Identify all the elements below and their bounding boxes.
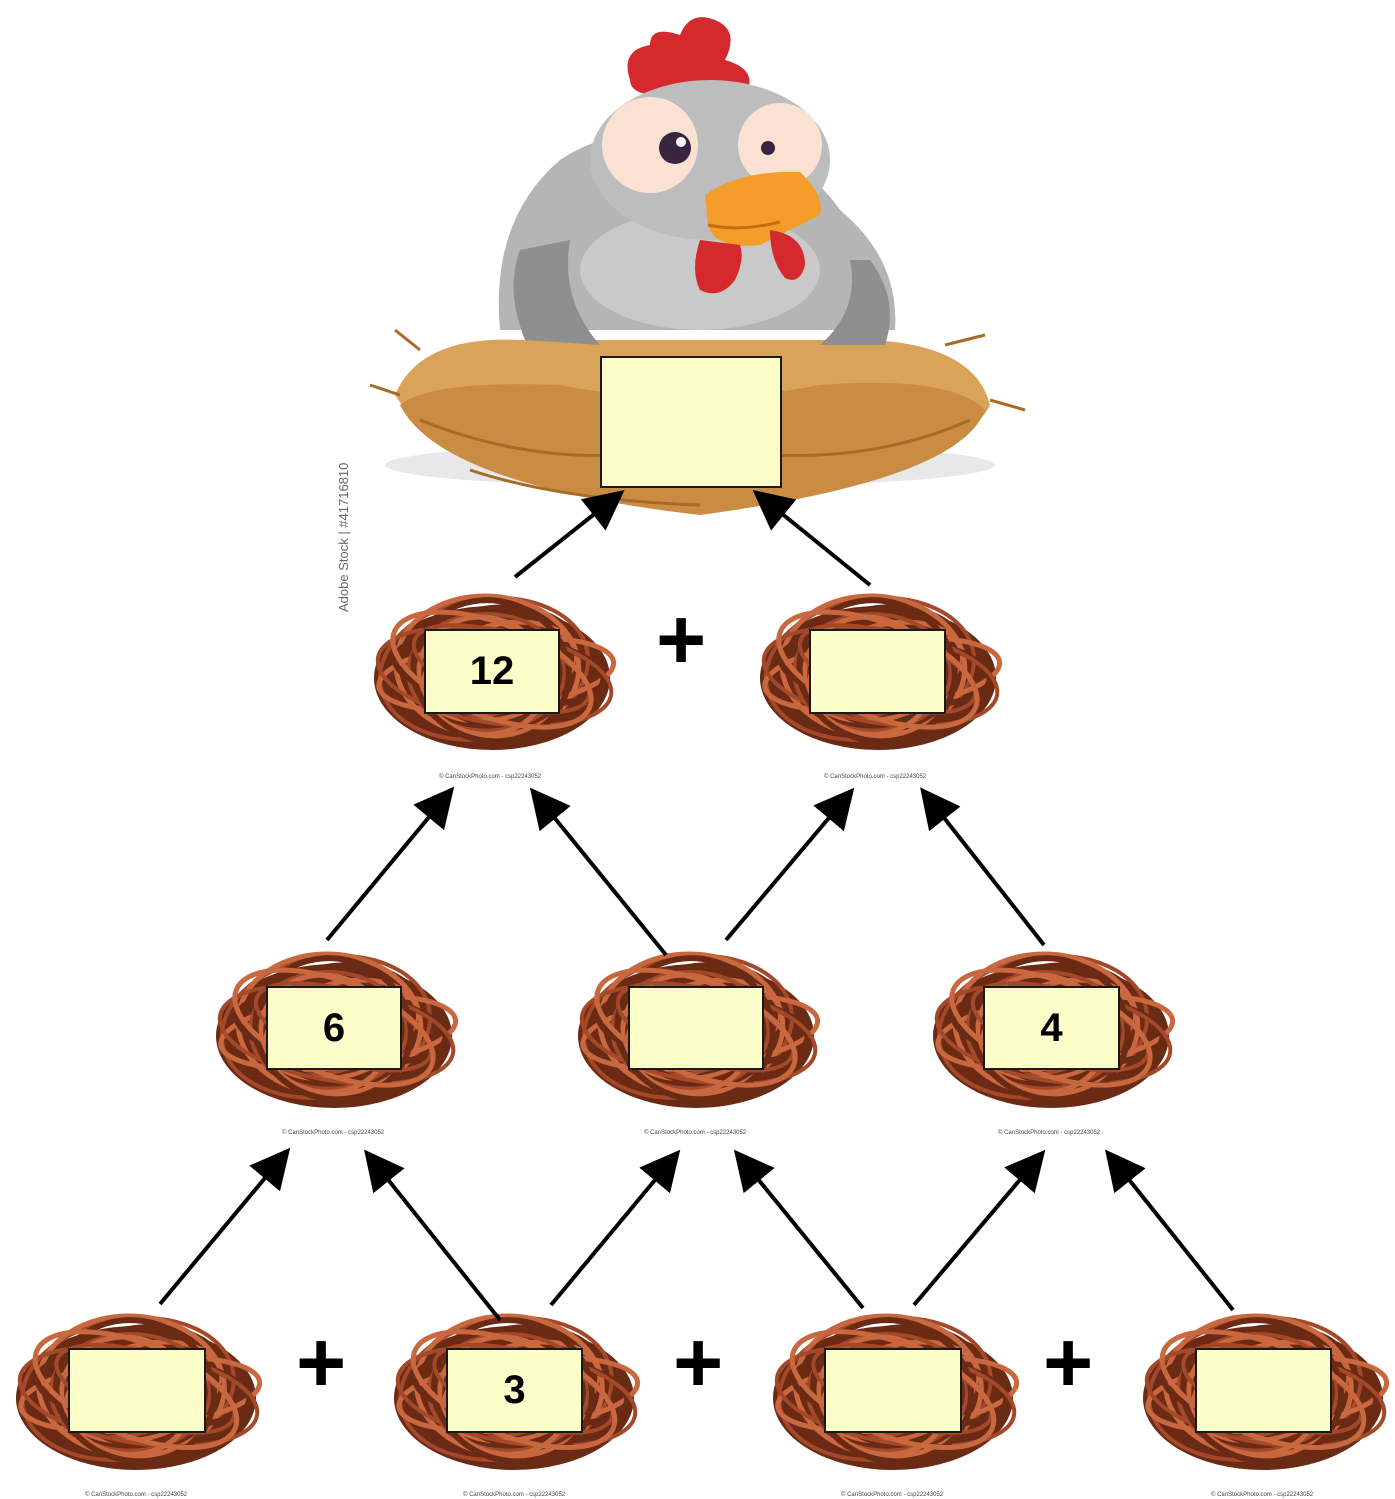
nest-credit: © CanStockPhoto.com - csp22243052 xyxy=(644,1130,747,1136)
nest-credit: © CanStockPhoto.com - csp22243052 xyxy=(439,774,542,780)
hen-wattle-icon xyxy=(695,230,805,294)
row1-box-2[interactable] xyxy=(809,629,946,714)
row2-box-3[interactable]: 4 xyxy=(983,986,1120,1070)
plus-sign: + xyxy=(656,592,707,688)
nest-credit: © CanStockPhoto.com - csp22243052 xyxy=(824,774,927,780)
plus-sign: + xyxy=(673,1315,724,1411)
up-arrow-icon xyxy=(724,787,855,942)
up-arrow-icon xyxy=(752,489,872,587)
nest-credit: © CanStockPhoto.com - csp22243052 xyxy=(1211,1492,1314,1498)
hen-beak-icon xyxy=(705,171,821,246)
hen-credit: Adobe Stock | #41716810 xyxy=(336,462,351,612)
row3-box-2[interactable]: 3 xyxy=(446,1348,583,1433)
row1-box-1[interactable]: 12 xyxy=(424,629,560,714)
row3-box-3[interactable] xyxy=(824,1348,962,1433)
row2-box-1[interactable]: 6 xyxy=(266,986,402,1070)
hen-answer-box[interactable] xyxy=(600,356,782,488)
up-arrow-icon xyxy=(513,490,625,579)
nest-credit: © CanStockPhoto.com - csp22243052 xyxy=(85,1492,188,1498)
nest-credit: © CanStockPhoto.com - csp22243052 xyxy=(282,1130,385,1136)
plus-sign: + xyxy=(296,1315,347,1411)
row3-box-4[interactable] xyxy=(1195,1348,1332,1433)
up-arrow-icon xyxy=(325,786,455,942)
hen-comb-icon xyxy=(627,17,750,98)
plus-sign: + xyxy=(1043,1315,1094,1411)
up-arrow-icon xyxy=(733,1149,865,1310)
nest-credit: © CanStockPhoto.com - csp22243052 xyxy=(841,1492,944,1498)
up-arrow-icon xyxy=(912,1149,1046,1307)
nest-credit: © CanStockPhoto.com - csp22243052 xyxy=(998,1130,1101,1136)
up-arrow-icon xyxy=(529,787,668,957)
arrows-layer xyxy=(158,489,1235,1322)
up-arrow-icon xyxy=(158,1147,291,1306)
up-arrow-icon xyxy=(920,787,1046,947)
straw-strands xyxy=(369,328,1026,507)
row3-box-1[interactable] xyxy=(68,1348,206,1433)
nest-credit: © CanStockPhoto.com - csp22243052 xyxy=(463,1492,566,1498)
row2-box-2[interactable] xyxy=(628,986,764,1070)
up-arrow-icon xyxy=(364,1149,502,1322)
up-arrow-icon xyxy=(1105,1149,1235,1312)
up-arrow-icon xyxy=(549,1149,681,1307)
